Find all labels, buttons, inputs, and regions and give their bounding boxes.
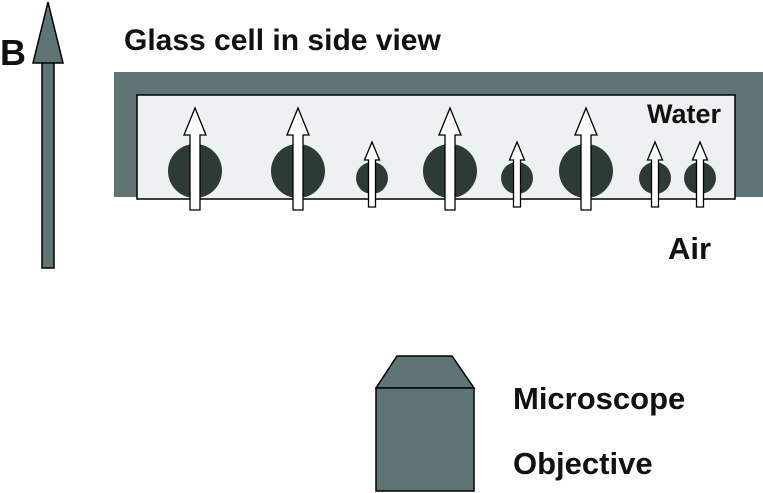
particle — [559, 106, 613, 211]
moment-arrow — [363, 140, 381, 208]
diagram-title: Glass cell in side view — [124, 24, 441, 57]
moment-arrow — [646, 140, 664, 208]
particles-group — [168, 106, 716, 211]
moment-arrow — [438, 106, 462, 211]
particle — [684, 140, 716, 208]
moment-arrow — [183, 106, 207, 211]
moment-arrow — [574, 106, 598, 211]
moment-arrow — [691, 140, 709, 208]
field-label: B — [0, 32, 26, 73]
water-label: Water — [647, 99, 722, 129]
particle — [501, 140, 533, 208]
microscope-label: Microscope — [513, 381, 686, 416]
microscope-objective — [374, 355, 476, 492]
particle — [168, 106, 222, 211]
moment-arrow — [508, 140, 526, 208]
magnetic-field-arrow — [32, 1, 64, 269]
particle — [356, 140, 388, 208]
moment-arrow — [286, 106, 310, 211]
objective-label: Objective — [513, 446, 653, 481]
particle — [639, 140, 671, 208]
air-label: Air — [668, 231, 712, 266]
particle — [423, 106, 477, 211]
particle — [271, 106, 325, 211]
